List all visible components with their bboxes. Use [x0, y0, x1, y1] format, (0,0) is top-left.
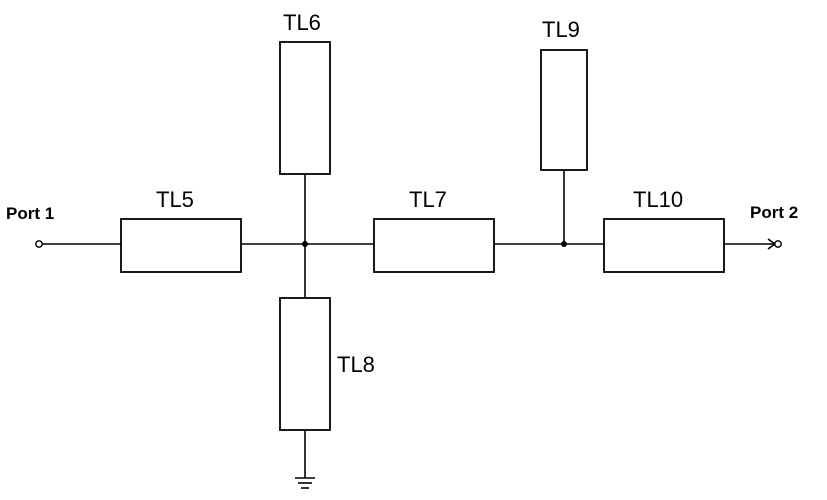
tl9-label: TL9 [542, 17, 580, 42]
ground-icon [295, 477, 315, 489]
tl5-box [120, 218, 242, 273]
port2-label: Port 2 [750, 203, 798, 222]
tl8-box [279, 297, 331, 431]
tl6-box [279, 41, 331, 175]
tl5-label: TL5 [156, 187, 194, 212]
tl10-label: TL10 [633, 187, 683, 212]
junction-dot [561, 241, 567, 247]
tl7-box [373, 218, 495, 273]
tl10-box [603, 218, 725, 273]
tl7-label: TL7 [409, 187, 447, 212]
port1-label: Port 1 [6, 204, 54, 223]
junction-dot [302, 241, 308, 247]
tl8-label: TL8 [337, 352, 375, 377]
port1-terminal-icon [35, 240, 43, 248]
tl6-label: TL6 [283, 10, 321, 35]
port2-terminal-icon [767, 238, 782, 250]
tl9-box [540, 49, 588, 171]
